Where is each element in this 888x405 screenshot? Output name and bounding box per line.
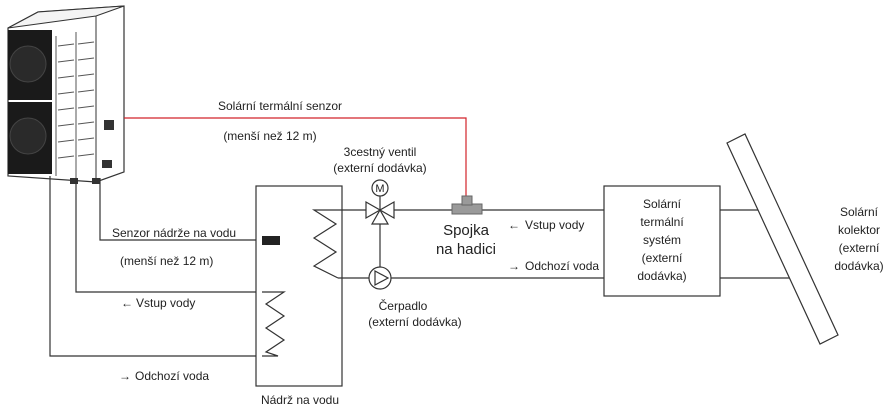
coupling-label-2: na hadici [436,241,496,258]
lower-coil [262,291,286,357]
solar-thermal-system-box [603,185,721,297]
solar-system-line-1: Solární [643,197,682,211]
collector-line-3: (externí [839,241,880,255]
solar-collector-panel [726,133,839,345]
solar-sensor-label: Solární termální senzor [218,99,342,113]
pump-title: Čerpadlo [379,298,428,313]
arrow-right-icon: → [119,369,131,383]
water-in-right-label: Vstup vody [525,218,584,232]
tank-sensor-label: Senzor nádrže na vodu [112,226,236,240]
tank-sensor-limit: (menší než 12 m) [120,254,213,268]
water-out-left-label: Odchozí voda [135,369,209,383]
water-out-right-label: Odchozí voda [525,259,599,273]
coil-inlet-pipe [75,178,262,293]
upper-coil [311,209,339,279]
water-in-left-label: Vstup vody [136,296,195,310]
pump-subtitle: (externí dodávka) [368,315,461,329]
solar-system-line-2: termální [640,215,684,229]
tank-sensor-icon [262,236,280,245]
three-way-valve-icon [365,179,395,225]
solar-sensor-limit: (menší než 12 m) [223,129,316,143]
solar-system-line-5: dodávka) [637,269,686,283]
arrow-right-icon: → [508,259,520,273]
hose-coupling-icon [451,195,483,215]
tank-name: Nádrž na vodu [261,393,339,405]
coil-outlet-pipe [49,176,262,357]
collector-line-1: Solární [840,205,879,219]
pump-icon [368,266,392,290]
arrow-left-icon: ← [121,296,133,310]
outdoor-unit [7,5,125,184]
arrow-left-icon: ← [508,218,520,232]
solar-system-line-4: (externí [642,251,683,265]
solar-system-line-3: systém [643,233,681,247]
tank-sensor-cable [99,178,268,241]
valve-motor-label: M [375,183,384,195]
collector-line-2: kolektor [838,223,880,237]
collector-line-4: dodávka) [834,259,883,273]
valve-title: 3cestný ventil [344,145,417,159]
coupling-label-1: Spojka [443,222,490,239]
valve-subtitle: (externí dodávka) [333,161,426,175]
solar-sensor-cable [124,117,467,196]
